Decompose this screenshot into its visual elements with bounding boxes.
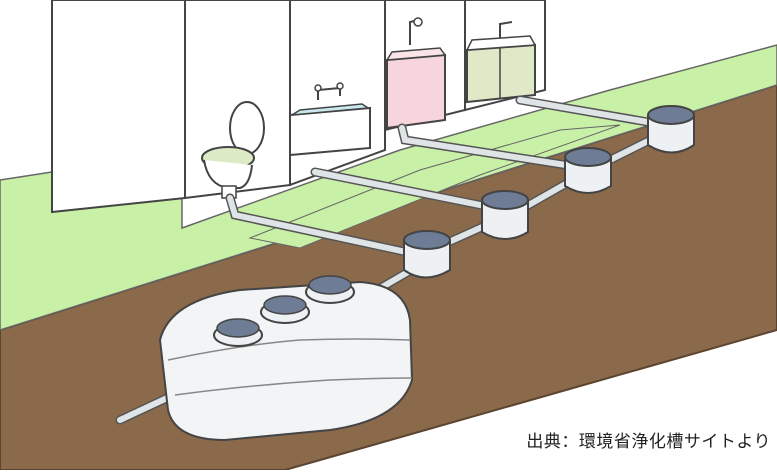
manhole-4 xyxy=(647,105,695,154)
wash-basin-icon xyxy=(465,21,537,104)
tank-lid-3 xyxy=(305,275,355,304)
septic-tank-icon xyxy=(158,275,414,442)
washing-machine-icon xyxy=(385,17,447,130)
tank-lid-1 xyxy=(213,318,263,347)
source-caption: 出典：環境省浄化槽サイトより xyxy=(526,432,771,452)
manhole-2 xyxy=(481,190,529,240)
toilet-icon xyxy=(201,101,265,199)
manhole-1 xyxy=(403,230,451,279)
tank-lid-2 xyxy=(260,295,310,324)
manhole-icon xyxy=(403,105,695,279)
drain-pipes xyxy=(115,95,685,425)
bathtub-icon xyxy=(289,82,371,157)
manhole-3 xyxy=(564,147,612,194)
